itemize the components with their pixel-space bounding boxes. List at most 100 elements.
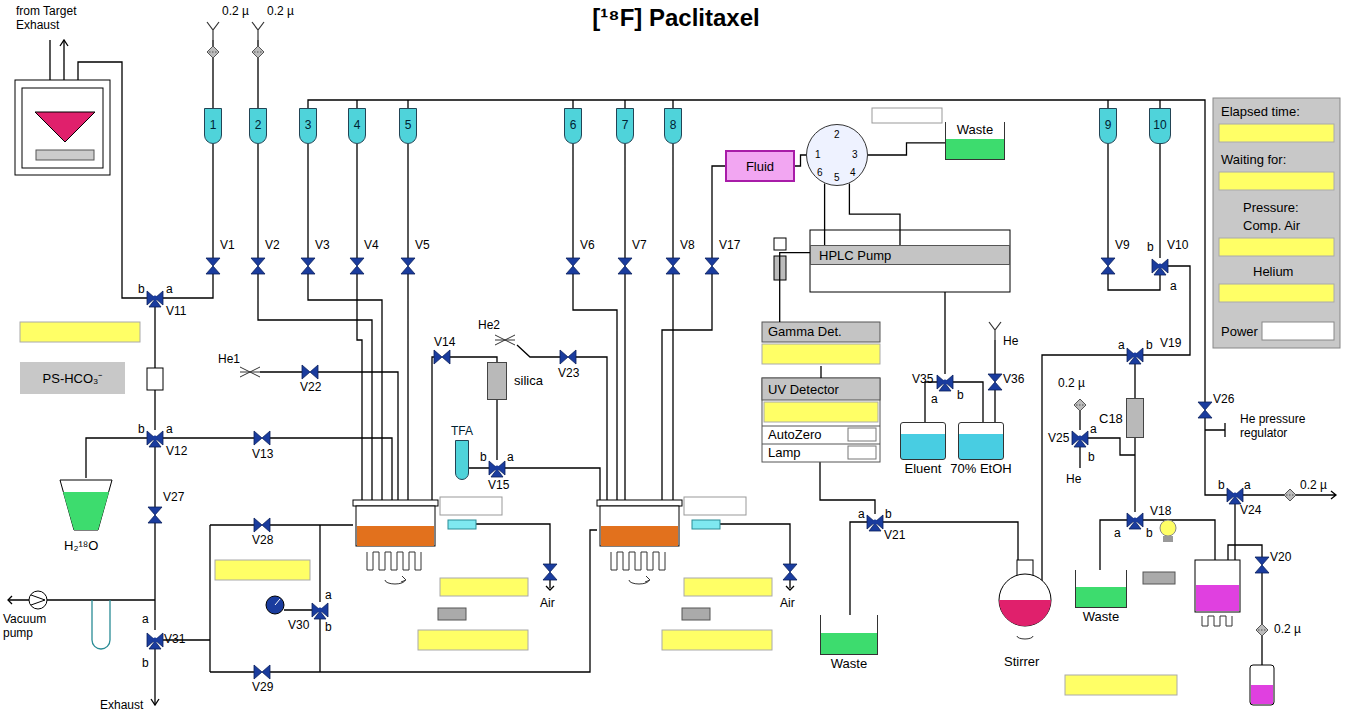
detector-frame <box>762 344 880 364</box>
valve-symbol <box>618 258 632 274</box>
node-text: Waste <box>831 656 867 671</box>
pipe-connector <box>795 155 806 166</box>
reagent-vial: 4 <box>348 108 366 144</box>
detector-frame <box>762 322 880 462</box>
valve-label: V21 <box>884 528 905 542</box>
port-letter: b <box>1218 478 1225 492</box>
annotation-label: He2 <box>478 318 500 332</box>
node-text: Waiting for: <box>1221 152 1286 167</box>
status-panel-frame <box>1219 124 1334 142</box>
port-letter: b <box>138 282 145 296</box>
port-letter: b <box>885 507 892 521</box>
valve-label: V25 <box>1048 431 1069 445</box>
pipe-network <box>258 274 408 500</box>
pipe-network <box>8 40 1284 705</box>
pipe-network <box>213 144 1160 258</box>
valve-label: V6 <box>580 238 595 252</box>
node-text: Gamma Det. <box>768 324 842 339</box>
status-panel-frame <box>1219 172 1334 190</box>
valve-label: V15 <box>488 478 509 492</box>
pipe-network <box>284 525 320 672</box>
node-text: 1 <box>815 149 821 160</box>
status-panel-frame <box>1219 284 1334 302</box>
field-box <box>215 560 310 580</box>
annotation-label: Air <box>540 596 555 610</box>
valve-symbol <box>566 258 580 274</box>
detector-frame <box>762 378 880 400</box>
status-panel-frame <box>1213 98 1340 348</box>
pump-frame <box>774 238 786 250</box>
valve-symbol <box>312 603 328 619</box>
pressure-gauge <box>275 599 280 605</box>
valve-label: V8 <box>680 238 695 252</box>
diagram-title: [¹⁸F] Paclitaxel <box>0 4 1352 32</box>
vacuum-pump <box>29 591 47 609</box>
filter-symbol <box>1074 399 1086 411</box>
valve-symbol <box>147 633 163 649</box>
valve-symbol <box>1255 557 1269 573</box>
filter-symbol <box>1284 489 1296 501</box>
status-panel: Elapsed time:Waiting for:Pressure:Comp. … <box>1213 98 1340 348</box>
port-letter: a <box>166 422 173 436</box>
product-vessel <box>1143 572 1175 584</box>
node-text: 10 <box>1153 118 1166 133</box>
reactor <box>597 500 682 584</box>
port-letter: a <box>858 507 865 521</box>
port-letter: a <box>507 450 514 464</box>
target-vessel <box>15 80 110 175</box>
valve-label: V7 <box>632 238 647 252</box>
valve-symbol <box>867 515 883 531</box>
valve-symbol <box>988 374 1002 390</box>
node-text: Stirrer <box>1004 654 1039 669</box>
stirrer-flask <box>999 574 1051 626</box>
flow-restrictor <box>240 367 260 377</box>
fluid-box: Fluid <box>725 150 795 182</box>
status-panel-frame <box>1262 322 1334 340</box>
annotation-label: 0.2 µ <box>1274 622 1301 636</box>
cartridge-box: PS-HCO₃⁻ <box>20 362 125 394</box>
stirrer-flask <box>1017 636 1033 639</box>
water-vessel <box>60 480 112 530</box>
valve-label: V28 <box>252 533 273 547</box>
pipe-network <box>432 357 600 500</box>
arrow-tip <box>8 40 794 705</box>
field-box <box>1065 675 1177 695</box>
port-letter: a <box>1114 526 1121 540</box>
annotation-label: Air <box>780 596 795 610</box>
node-text: PS-HCO₃⁻ <box>43 371 103 386</box>
waste-vessel: Waste <box>945 122 1005 160</box>
valve-symbol <box>666 258 680 274</box>
annotation-label: 0.2 µ <box>1058 376 1085 390</box>
field-box <box>20 108 1177 695</box>
product-vessel <box>1195 560 1240 612</box>
node-text: silica <box>514 373 543 388</box>
pipe-network <box>573 274 712 500</box>
valve-label: V26 <box>1213 392 1234 406</box>
reagent-vial: 8 <box>664 108 682 144</box>
stirrer-flask <box>999 600 1051 626</box>
valve-label: V36 <box>1003 372 1024 386</box>
node-text: AutoZero <box>768 427 821 442</box>
valve-symbol <box>147 258 1269 679</box>
valve-symbol <box>147 291 163 307</box>
product-vessel <box>1163 536 1173 542</box>
port-letter: b <box>957 388 964 402</box>
pressure-gauge <box>266 596 284 614</box>
valve-label: V5 <box>415 238 430 252</box>
node-text: Comp. Air <box>1243 218 1300 233</box>
cartridge <box>147 368 163 390</box>
annotation-label: He <box>1003 334 1018 348</box>
valve-label: V11 <box>166 304 186 318</box>
valve-symbol <box>705 258 719 274</box>
annotation-label: He1 <box>218 352 240 366</box>
port-letter: b <box>1146 526 1153 540</box>
node-text: H₂¹⁸O <box>64 538 98 553</box>
node-text: 5 <box>405 118 412 133</box>
target-vessel <box>35 112 95 142</box>
port-letter: b <box>325 620 332 634</box>
waste-vessel: Waste <box>820 615 878 655</box>
c18-column: C18 <box>1126 398 1144 438</box>
pipe-network <box>925 292 995 422</box>
reagent-vial: 5 <box>399 108 417 144</box>
valve-label: V10 <box>1167 238 1188 252</box>
